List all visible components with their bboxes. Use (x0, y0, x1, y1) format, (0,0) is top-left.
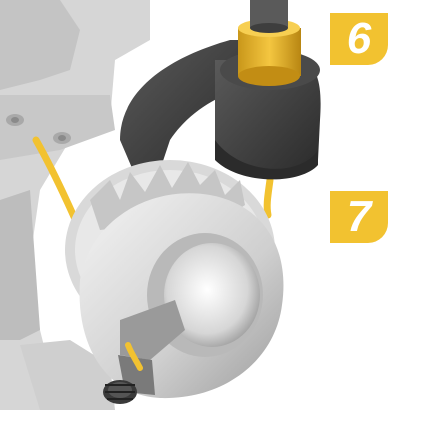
yellow-cable-end (125, 342, 143, 371)
callout-6: 6 (330, 13, 388, 65)
ghosted-body (0, 0, 150, 427)
yellow-cable-segment (263, 176, 274, 219)
screw (103, 380, 137, 404)
front-clamp-ring (79, 193, 284, 399)
callout-7: 7 (330, 191, 388, 243)
callout-7-label: 7 (346, 192, 372, 241)
yellow-tube (238, 0, 301, 86)
callout-6-label: 6 (346, 14, 372, 63)
